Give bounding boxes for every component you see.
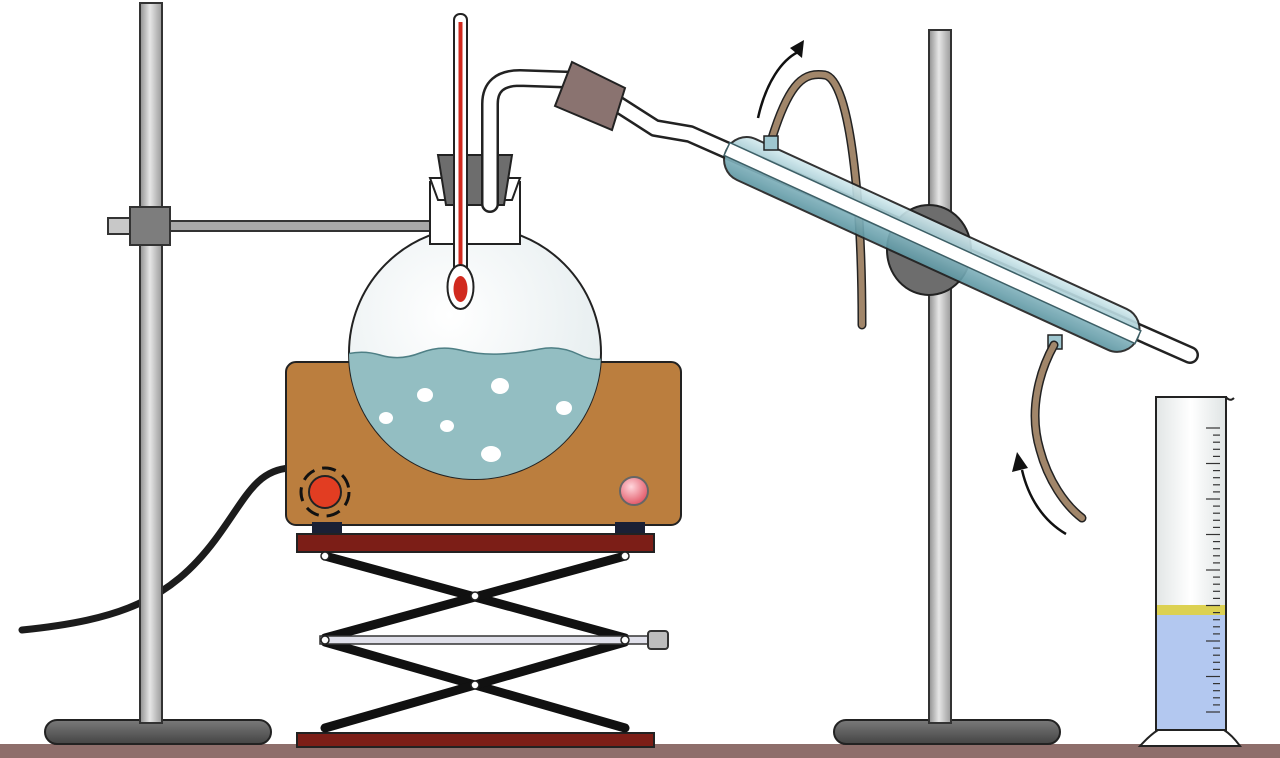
left-retort-stand xyxy=(44,2,272,745)
arrow-curved-up-right-icon xyxy=(756,40,804,119)
stopper xyxy=(428,154,522,206)
scissor-lab-jack xyxy=(296,522,669,748)
right-retort-stand xyxy=(833,29,1061,745)
tube-joint-sleeve xyxy=(553,60,627,132)
liebig-condenser xyxy=(723,135,1142,353)
indicator-light-icon xyxy=(619,476,649,506)
cylinder-graduations xyxy=(1206,427,1220,713)
power-cord xyxy=(18,464,294,634)
graduated-cylinder xyxy=(1137,396,1242,747)
cylinder-meniscus xyxy=(1157,605,1225,615)
still-head-tube xyxy=(481,60,1199,364)
power-knob-icon xyxy=(299,466,351,518)
arrow-curved-up-left-icon xyxy=(1012,452,1067,536)
thermometer xyxy=(446,13,475,310)
flask-bubbles xyxy=(379,378,572,462)
cylinder-distillate xyxy=(1157,614,1225,729)
water-inlet-hose xyxy=(1030,340,1087,523)
round-bottom-flask xyxy=(348,181,602,480)
